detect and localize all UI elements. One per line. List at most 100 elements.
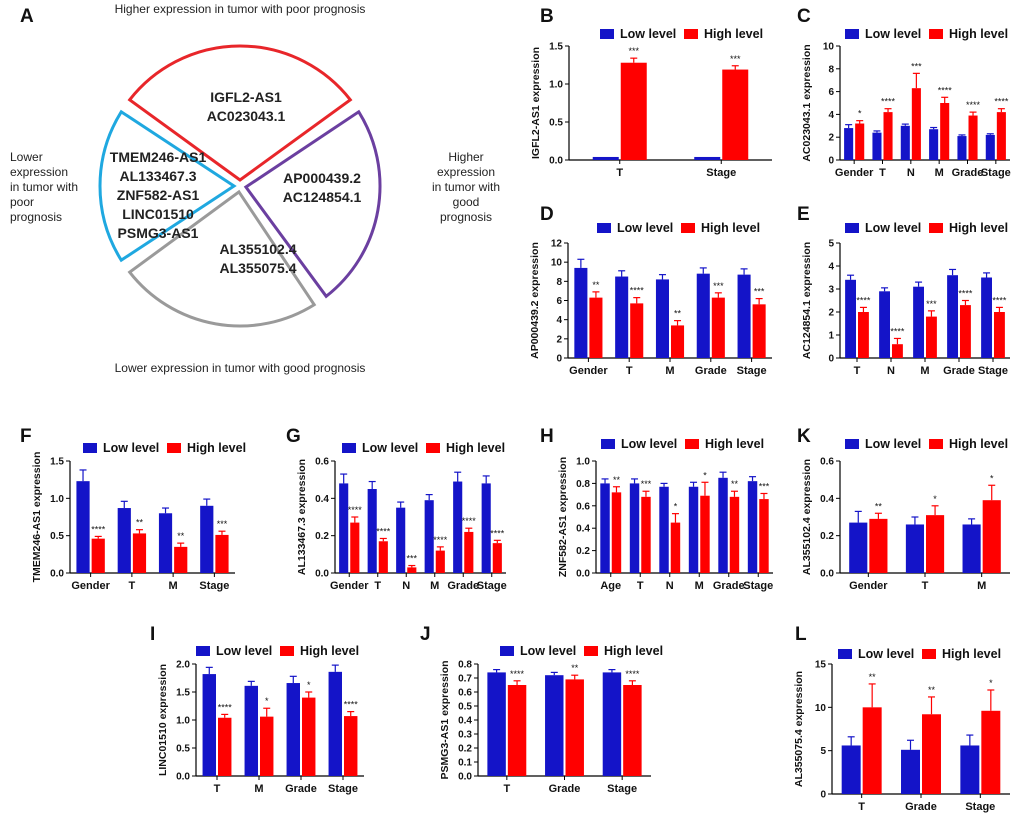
venn-arcs — [98, 44, 382, 328]
bar-high — [132, 533, 147, 573]
x-tick-label: T — [858, 801, 865, 813]
bar-low — [872, 132, 882, 160]
significance-label: *** — [641, 479, 652, 489]
panel-a-letter: A — [20, 6, 34, 27]
y-tick-label: 0.2 — [458, 744, 472, 755]
y-tick-label: 4 — [828, 110, 834, 121]
significance-label: * — [307, 680, 311, 690]
panel-letter: B — [540, 6, 554, 27]
bar-high — [858, 312, 869, 358]
bar-high — [711, 297, 725, 358]
significance-label: ** — [869, 672, 877, 682]
y-tick-label: 0.0 — [576, 569, 590, 580]
x-tick-label: M — [169, 580, 178, 592]
significance-label: ** — [928, 685, 936, 695]
y-tick-label: 1.5 — [176, 688, 190, 699]
y-axis-label: LINC01510 expression — [157, 664, 169, 776]
legend-label-high: High level — [187, 441, 246, 455]
y-axis-label: ZNF582-AS1 expression — [557, 457, 569, 577]
x-tick-label: T — [922, 580, 929, 592]
x-tick-label: Gender — [71, 580, 110, 592]
gene-label: AP000439.2 — [283, 170, 361, 186]
bar-low — [900, 125, 910, 160]
x-tick-label: T — [626, 365, 633, 377]
x-tick-label: Grade — [285, 783, 317, 795]
legend-label-high: High level — [701, 221, 760, 235]
bar-low — [602, 672, 622, 776]
top-region-label: Higher expression in tumor with poor pro… — [115, 2, 366, 16]
significance-label: **** — [890, 326, 905, 336]
x-tick-label: N — [402, 580, 410, 592]
bar-low — [244, 685, 258, 776]
bar-low — [117, 508, 131, 573]
y-axis-label: IGFL2-AS1 expression — [530, 47, 542, 159]
bar-low — [600, 483, 610, 573]
y-tick-label: 10 — [551, 258, 563, 269]
y-tick-label: 2 — [828, 308, 834, 319]
significance-label: *** — [759, 481, 770, 491]
legend-swatch-low — [845, 439, 859, 449]
bar-low — [985, 134, 995, 160]
legend-swatch-low — [845, 223, 859, 233]
legend-swatch-high — [685, 439, 699, 449]
legend-swatch-high — [929, 29, 943, 39]
legend-label-low: Low level — [520, 644, 576, 658]
gene-label: AC023043.1 — [207, 108, 286, 124]
significance-label: **** — [856, 295, 871, 305]
legend-label-high: High level — [949, 27, 1008, 41]
bar-high — [982, 500, 1001, 573]
x-tick-label: Gender — [569, 365, 608, 377]
y-tick-label: 0.3 — [458, 730, 472, 741]
bar-high — [981, 710, 1001, 794]
y-axis-label: AL355102.4 expression — [801, 459, 813, 575]
bar-low — [453, 481, 463, 573]
x-tick-label: M — [977, 580, 986, 592]
panel-letter: E — [797, 204, 810, 225]
bar-low — [981, 277, 992, 358]
bar-high — [911, 88, 921, 160]
legend-label-low: Low level — [216, 644, 272, 658]
legend-swatch-high — [280, 646, 294, 656]
significance-label: **** — [376, 526, 391, 536]
significance-label: **** — [510, 669, 525, 679]
significance-label: ** — [177, 531, 185, 541]
significance-label: **** — [958, 289, 973, 299]
bar-low — [901, 749, 920, 794]
bar-high — [492, 543, 502, 573]
y-tick-label: 0.4 — [576, 524, 590, 535]
significance-label: ** — [731, 479, 739, 489]
bar-high — [641, 496, 651, 573]
bar-low — [200, 505, 214, 573]
x-tick-label: M — [935, 167, 944, 179]
bar-high — [589, 297, 603, 358]
significance-label: * — [933, 494, 937, 504]
bar-low — [481, 483, 491, 573]
bar-high — [729, 496, 740, 573]
significance-label: * — [674, 502, 678, 512]
bar-low — [929, 129, 939, 160]
y-tick-label: 0.4 — [315, 494, 329, 505]
y-tick-label: 0 — [556, 354, 562, 365]
bar-low — [849, 522, 868, 573]
x-tick-label: N — [666, 580, 674, 592]
bar-high — [218, 717, 232, 776]
bar-low — [367, 489, 377, 573]
significance-label: *** — [730, 54, 741, 64]
legend-label-low: Low level — [621, 437, 677, 451]
x-tick-label: Grade — [905, 801, 937, 813]
significance-label: *** — [217, 519, 228, 529]
y-tick-label: 10 — [823, 42, 835, 53]
x-tick-label: Grade — [952, 167, 984, 179]
legend-swatch-high — [167, 443, 181, 453]
right-label-line: expression — [437, 165, 495, 179]
bar-high — [722, 69, 749, 160]
